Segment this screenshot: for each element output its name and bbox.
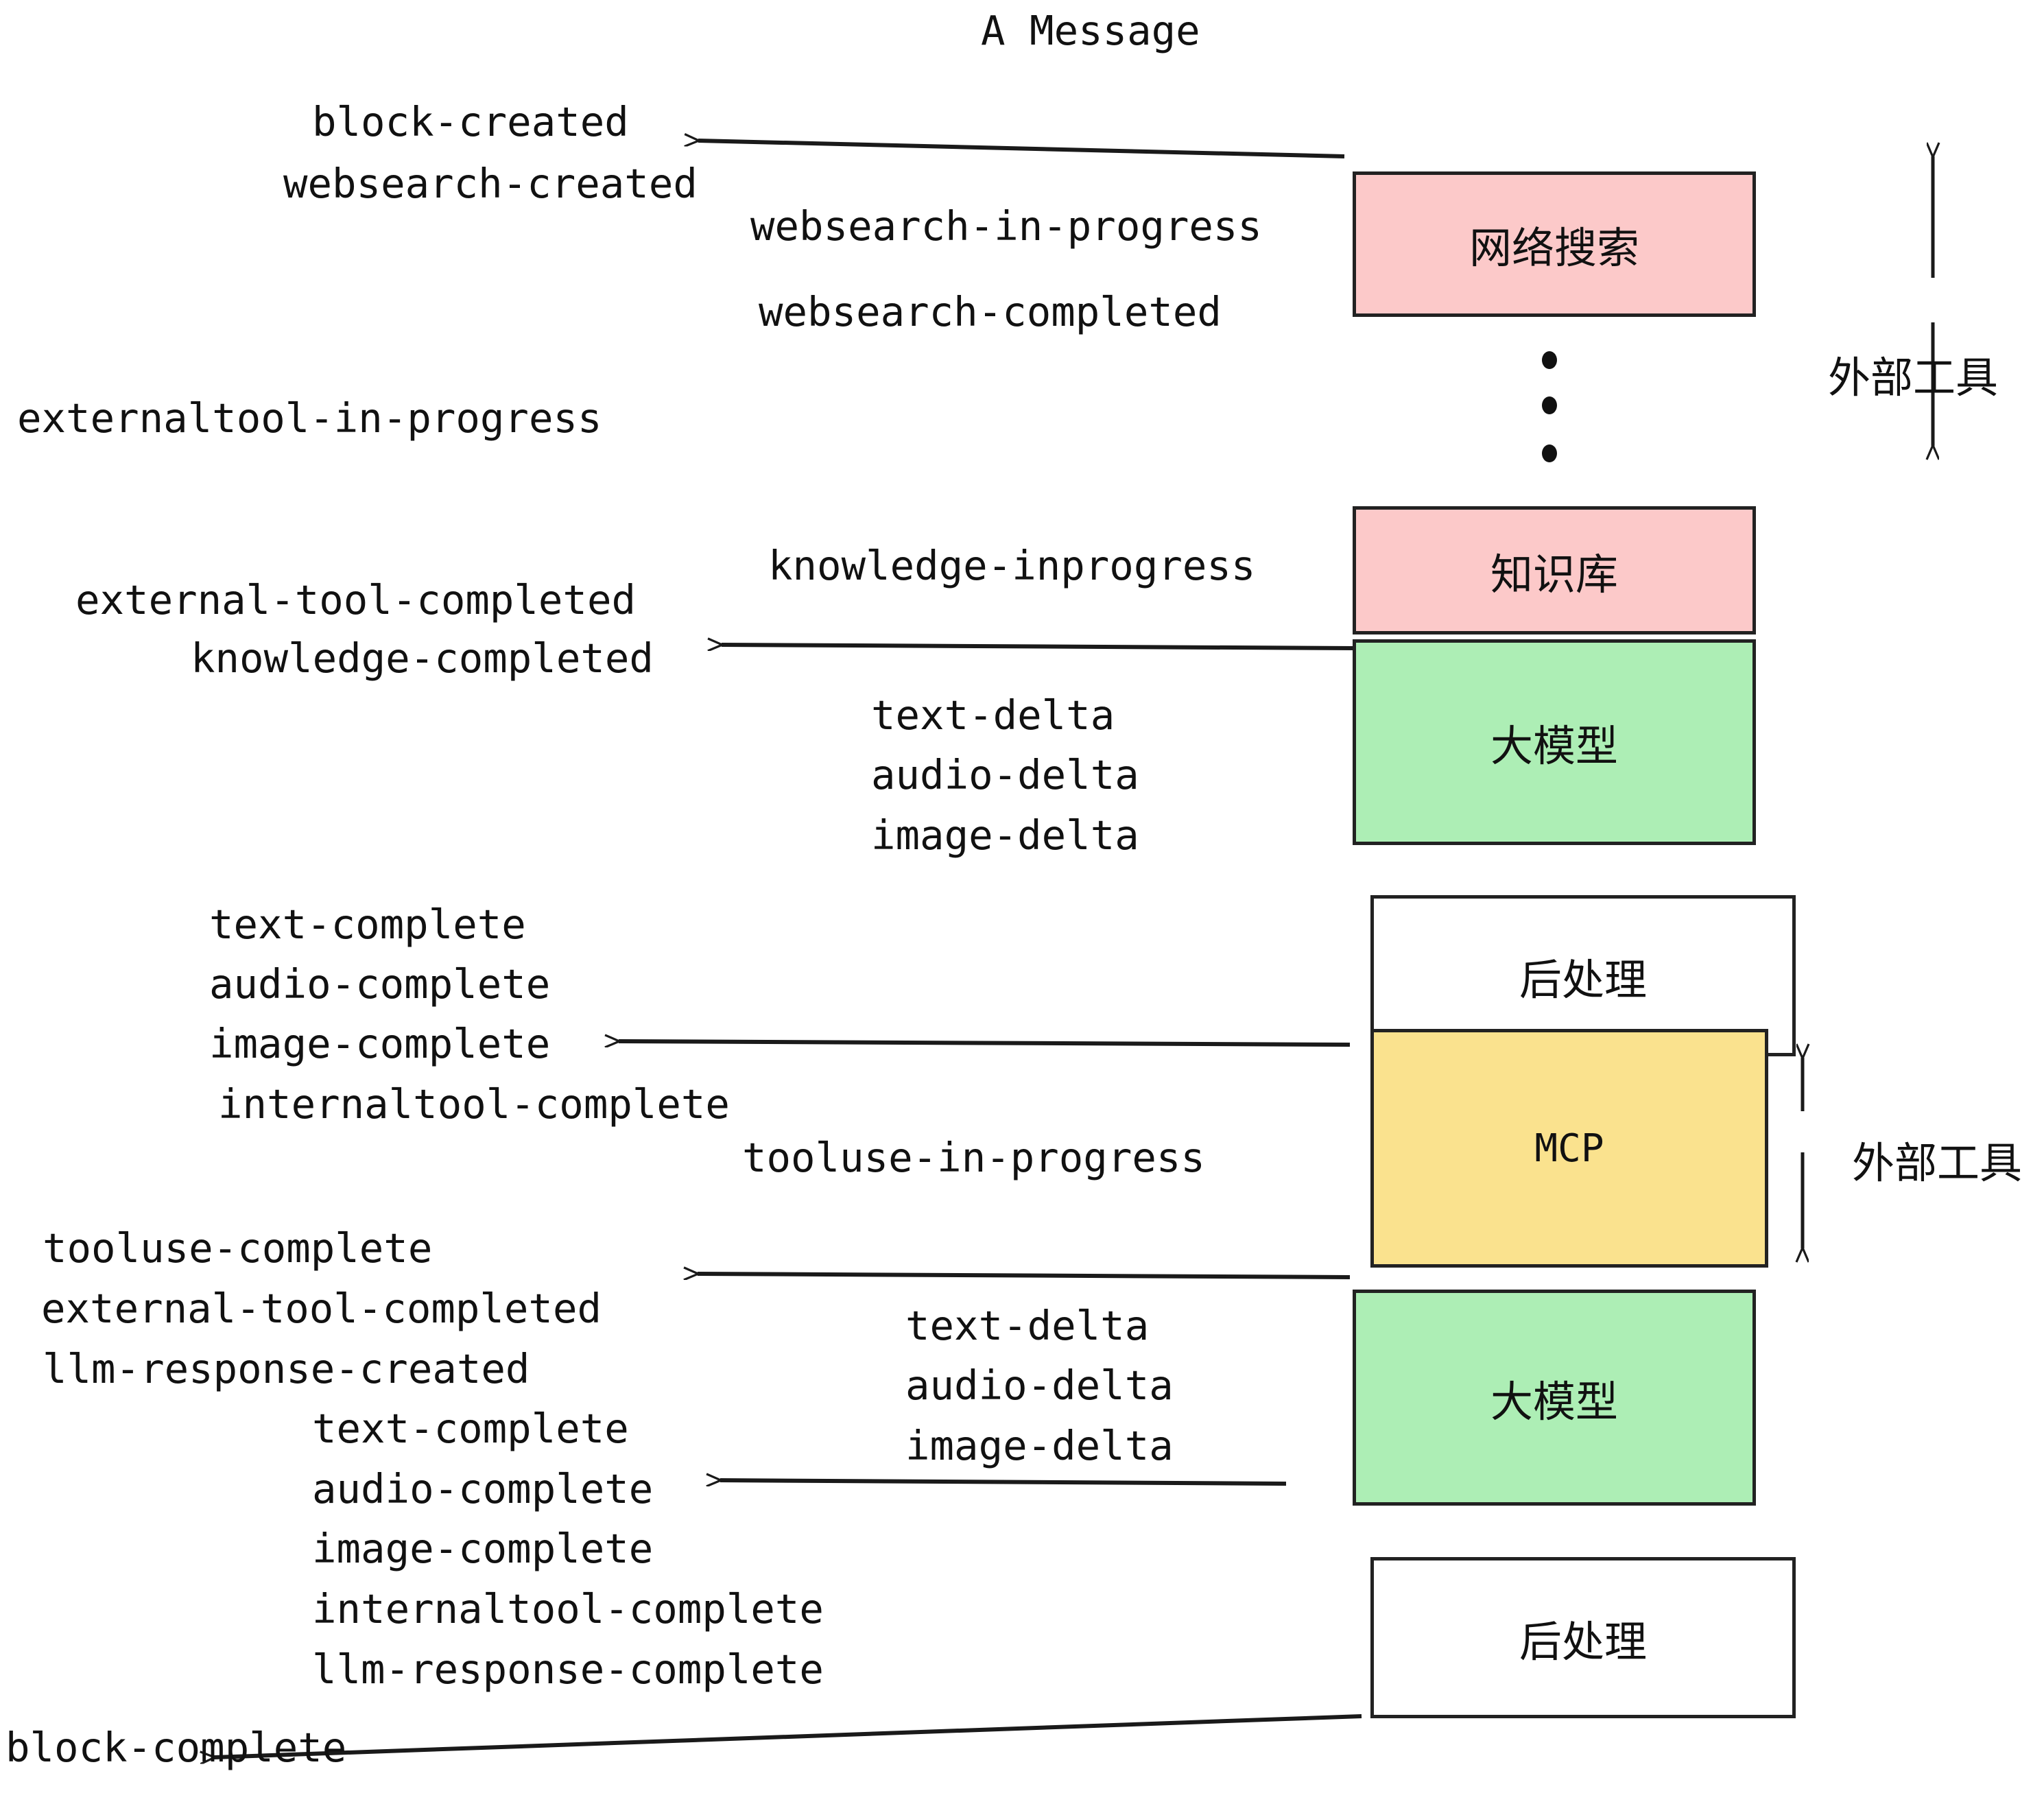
event-label-image-delta-1: image-delta xyxy=(871,811,1139,859)
event-label-websearch-created: websearch-created xyxy=(283,160,698,207)
event-label-block-complete: block-complete xyxy=(5,1724,347,1771)
node-llm-2: 大模型 xyxy=(1353,1290,1756,1506)
arrow-tooluse-complete xyxy=(698,1274,1351,1277)
event-label-audio-complete-1: audio-complete xyxy=(209,960,551,1008)
side-label-external-tools-bottom: 外部工具 xyxy=(1852,1138,2023,1188)
event-label-audio-complete-2: audio-complete xyxy=(312,1465,654,1512)
event-label-external-tool-completed-2: external-tool-completed xyxy=(41,1285,602,1332)
arrow-audio-complete xyxy=(720,1480,1287,1484)
ellipsis-dot-3 xyxy=(1542,444,1557,462)
node-websearch: 网络搜索 xyxy=(1353,171,1756,317)
event-label-block-created: block-created xyxy=(312,98,629,145)
event-label-image-delta-2: image-delta xyxy=(905,1422,1174,1469)
event-label-tooluse-in-progress: tooluse-in-progress xyxy=(742,1134,1205,1181)
event-label-tooluse-complete: tooluse-complete xyxy=(43,1224,433,1272)
event-arrows xyxy=(214,141,1362,1757)
arrow-knowledge-completed xyxy=(722,645,1355,648)
arrow-image-complete xyxy=(619,1041,1351,1045)
arrow-block-complete xyxy=(214,1714,1362,1757)
side-label-external-tools-top: 外部工具 xyxy=(1828,353,1999,403)
event-label-internaltool-complete-2: internaltool-complete xyxy=(312,1585,824,1633)
arrow-block-created xyxy=(698,141,1345,158)
event-label-image-complete-1: image-complete xyxy=(209,1020,551,1067)
event-label-text-complete-1: text-complete xyxy=(209,901,526,948)
event-label-llm-response-created: llm-response-created xyxy=(43,1345,530,1392)
tool-scope-brackets xyxy=(1803,156,1933,1248)
event-label-websearch-in-progress: websearch-in-progress xyxy=(750,202,1262,250)
event-label-text-delta-2: text-delta xyxy=(905,1302,1150,1349)
event-label-audio-delta-1: audio-delta xyxy=(871,751,1139,798)
event-label-knowledge-inprogress: knowledge-inprogress xyxy=(768,542,1256,589)
page-title: A Message xyxy=(981,7,1200,54)
node-knowledge: 知识库 xyxy=(1353,506,1756,634)
ellipsis-dot-1 xyxy=(1542,351,1557,369)
event-label-knowledge-completed: knowledge-completed xyxy=(191,634,654,682)
ellipsis-dot-2 xyxy=(1542,396,1557,414)
event-label-internaltool-complete-1: internaltool-complete xyxy=(218,1080,730,1128)
event-label-llm-response-complete: llm-response-complete xyxy=(312,1646,824,1693)
event-label-externaltool-in-progress: externaltool-in-progress xyxy=(17,394,602,442)
event-label-image-complete-2: image-complete xyxy=(312,1525,654,1572)
event-label-audio-delta-2: audio-delta xyxy=(905,1362,1174,1409)
event-label-text-delta-1: text-delta xyxy=(871,691,1115,739)
node-mcp: MCP xyxy=(1370,1029,1768,1268)
event-label-text-complete-2: text-complete xyxy=(312,1405,629,1452)
event-label-external-tool-completed-1: external-tool-completed xyxy=(75,576,636,624)
event-label-websearch-completed: websearch-completed xyxy=(759,288,1222,335)
node-postproc-2: 后处理 xyxy=(1370,1557,1796,1718)
node-llm-1: 大模型 xyxy=(1353,639,1756,845)
